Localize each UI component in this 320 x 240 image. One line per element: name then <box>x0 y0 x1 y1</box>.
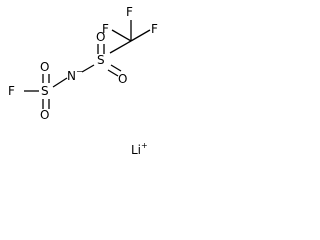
atom-o-s1-bottom: O <box>118 72 127 86</box>
atom-f-right: F <box>151 22 158 36</box>
atom-f-sulfonyl: F <box>8 84 15 98</box>
atom-n: N− <box>67 67 83 84</box>
atom-s-left: S <box>41 84 49 98</box>
atom-f-top: F <box>126 5 133 19</box>
atom-li-charge: + <box>141 141 148 150</box>
atom-f-left: F <box>102 22 109 36</box>
bond-c-f-left <box>111 29 132 42</box>
atom-o-s2-top: O <box>40 60 49 74</box>
atom-li: Li+ <box>131 141 148 158</box>
lithium-fluorosulfonyl-triflimide-structure: F F F S O O N− S O O F Li+ <box>8 5 158 157</box>
atom-s-right: S <box>97 53 105 67</box>
bonds <box>24 20 151 109</box>
atom-o-s2-bottom: O <box>40 108 49 122</box>
bond-n-s-left <box>52 77 68 88</box>
bond-s1-o-bottom-b <box>107 69 119 77</box>
atom-n-symbol: N <box>67 69 76 83</box>
bond-s-right-n <box>81 64 95 73</box>
atom-o-s1-top: O <box>96 30 105 44</box>
bond-c-f-right <box>130 29 151 42</box>
bond-s1-o-bottom-a <box>110 64 122 72</box>
atom-labels: F F F S O O N− S O O F Li+ <box>8 5 158 157</box>
bond-c-s-right <box>109 40 132 54</box>
atom-n-charge: − <box>76 67 83 76</box>
atom-li-symbol: Li <box>131 143 141 157</box>
